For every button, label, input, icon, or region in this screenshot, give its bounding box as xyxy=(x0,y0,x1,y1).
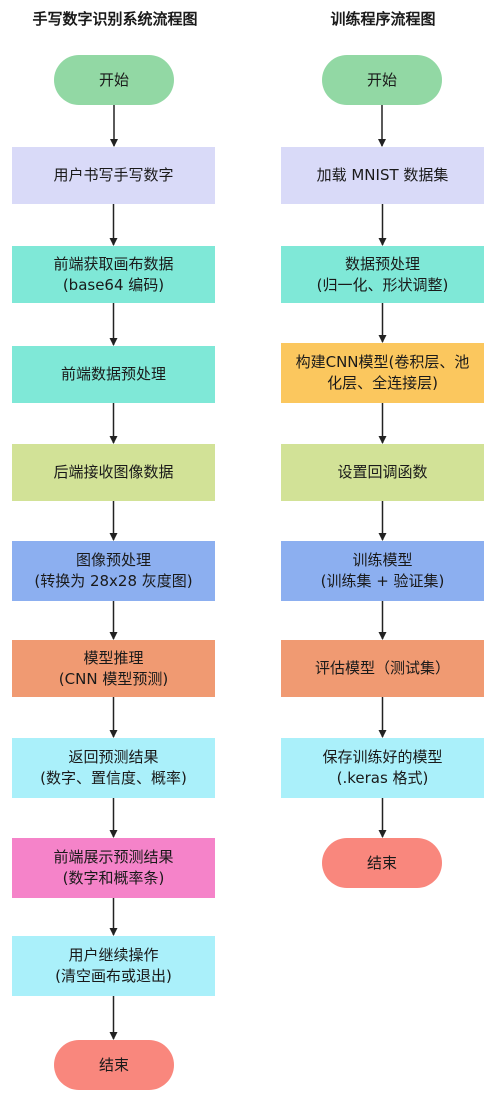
left-step-6-node: 模型推理 (CNN 模型预测) xyxy=(12,640,215,697)
left-step-1-node: 用户书写手写数字 xyxy=(12,147,215,204)
left-flowchart-title: 手写数字识别系统流程图 xyxy=(32,10,198,28)
node-text-line: (转换为 28x28 灰度图) xyxy=(34,572,193,590)
left-end-node: 结束 xyxy=(54,1040,174,1090)
node-text-line: 结束 xyxy=(366,853,397,872)
right-flowchart-title: 训练程序流程图 xyxy=(330,10,436,28)
left-step-7-node: 返回预测结果 (数字、置信度、概率) xyxy=(12,738,215,798)
node-text-line: (归一化、形状调整) xyxy=(316,275,449,294)
node-text-line: 数据预处理 xyxy=(344,254,420,273)
node-text-line: 前端数据预处理 xyxy=(60,365,166,383)
node-text-line: (数字和概率条) xyxy=(62,869,165,887)
node-text-line: 用户书写手写数字 xyxy=(53,166,174,184)
node-text-line: 开始 xyxy=(366,70,397,89)
node-text-line: 化层、全连接层) xyxy=(327,374,438,392)
left-step-3-node: 前端数据预处理 xyxy=(12,346,215,403)
node-text-line: 设置回调函数 xyxy=(337,463,428,481)
node-text-line: 返回预测结果 xyxy=(68,748,159,766)
right-end-node: 结束 xyxy=(322,838,442,888)
node-text-line: 后端接收图像数据 xyxy=(53,463,174,481)
right-start-node: 开始 xyxy=(322,55,442,105)
node-text-line: 保存训练好的模型 xyxy=(322,748,443,766)
node-text-line: 图像预处理 xyxy=(75,551,151,569)
left-step-4-node: 后端接收图像数据 xyxy=(12,444,215,501)
node-text-line: 评估模型（测试集） xyxy=(314,659,450,677)
node-text-line: (数字、置信度、概率) xyxy=(40,769,187,787)
right-step-6-node: 评估模型（测试集） xyxy=(281,640,484,697)
node-text-line: (CNN 模型预测) xyxy=(58,669,169,688)
node-text-line: 模型推理 xyxy=(83,648,144,667)
right-step-5-node: 训练模型 (训练集 + 验证集) xyxy=(281,541,484,601)
node-text-line: (清空画布或退出) xyxy=(55,967,172,985)
right-step-3-node: 构建CNN模型(卷积层、池化层、全连接层) xyxy=(281,343,484,403)
right-step-7-node: 保存训练好的模型 (.keras 格式) xyxy=(281,738,484,798)
right-step-2-node: 数据预处理 (归一化、形状调整) xyxy=(281,246,484,303)
right-step-4-node: 设置回调函数 xyxy=(281,444,484,501)
left-step-8-node: 前端展示预测结果 (数字和概率条) xyxy=(12,838,215,898)
node-text-line: 加载 MNIST 数据集 xyxy=(316,166,449,184)
node-text-line: 用户继续操作 xyxy=(68,946,159,964)
node-text-line: 训练模型 xyxy=(352,551,413,569)
left-start-node: 开始 xyxy=(54,55,174,105)
right-step-1-node: 加载 MNIST 数据集 xyxy=(281,147,484,204)
node-text-line: 结束 xyxy=(98,1055,129,1074)
node-text-line: 开始 xyxy=(98,70,129,89)
node-text-line: (.keras 格式) xyxy=(336,769,429,787)
node-text-line: 前端获取画布数据 xyxy=(53,254,174,273)
node-text-line: (base64 编码) xyxy=(62,275,165,294)
node-text-line: 构建CNN模型(卷积层、池 xyxy=(295,353,470,371)
left-step-2-node: 前端获取画布数据 (base64 编码) xyxy=(12,246,215,303)
left-step-9-node: 用户继续操作 (清空画布或退出) xyxy=(12,936,215,996)
node-text-line: 前端展示预测结果 xyxy=(53,848,174,866)
node-text-line: (训练集 + 验证集) xyxy=(320,572,445,590)
left-step-5-node: 图像预处理 (转换为 28x28 灰度图) xyxy=(12,541,215,601)
